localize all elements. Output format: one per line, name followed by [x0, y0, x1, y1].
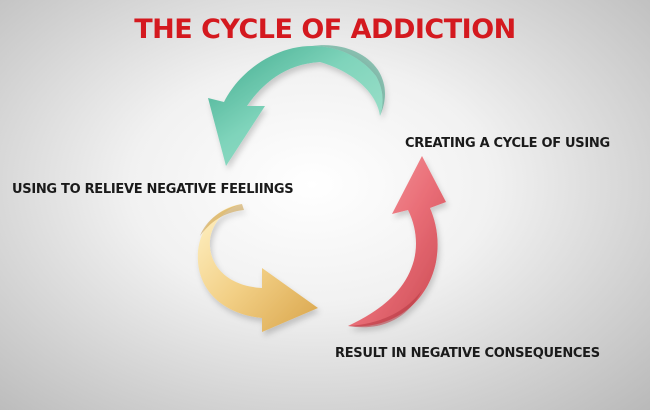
stage-label-relieve-feelings: USING TO RELIEVE NEGATIVE FEELIINGS [12, 182, 294, 197]
stage-label-creating-cycle: CREATING A CYCLE OF USING [405, 136, 610, 151]
teal-arrow [208, 45, 385, 166]
diagram-title: THE CYCLE OF ADDICTION [134, 14, 516, 45]
red-arrow [348, 156, 446, 328]
stage-label-negative-consequences: RESULT IN NEGATIVE CONSEQUENCES [335, 346, 600, 361]
yellow-arrow [197, 204, 318, 332]
